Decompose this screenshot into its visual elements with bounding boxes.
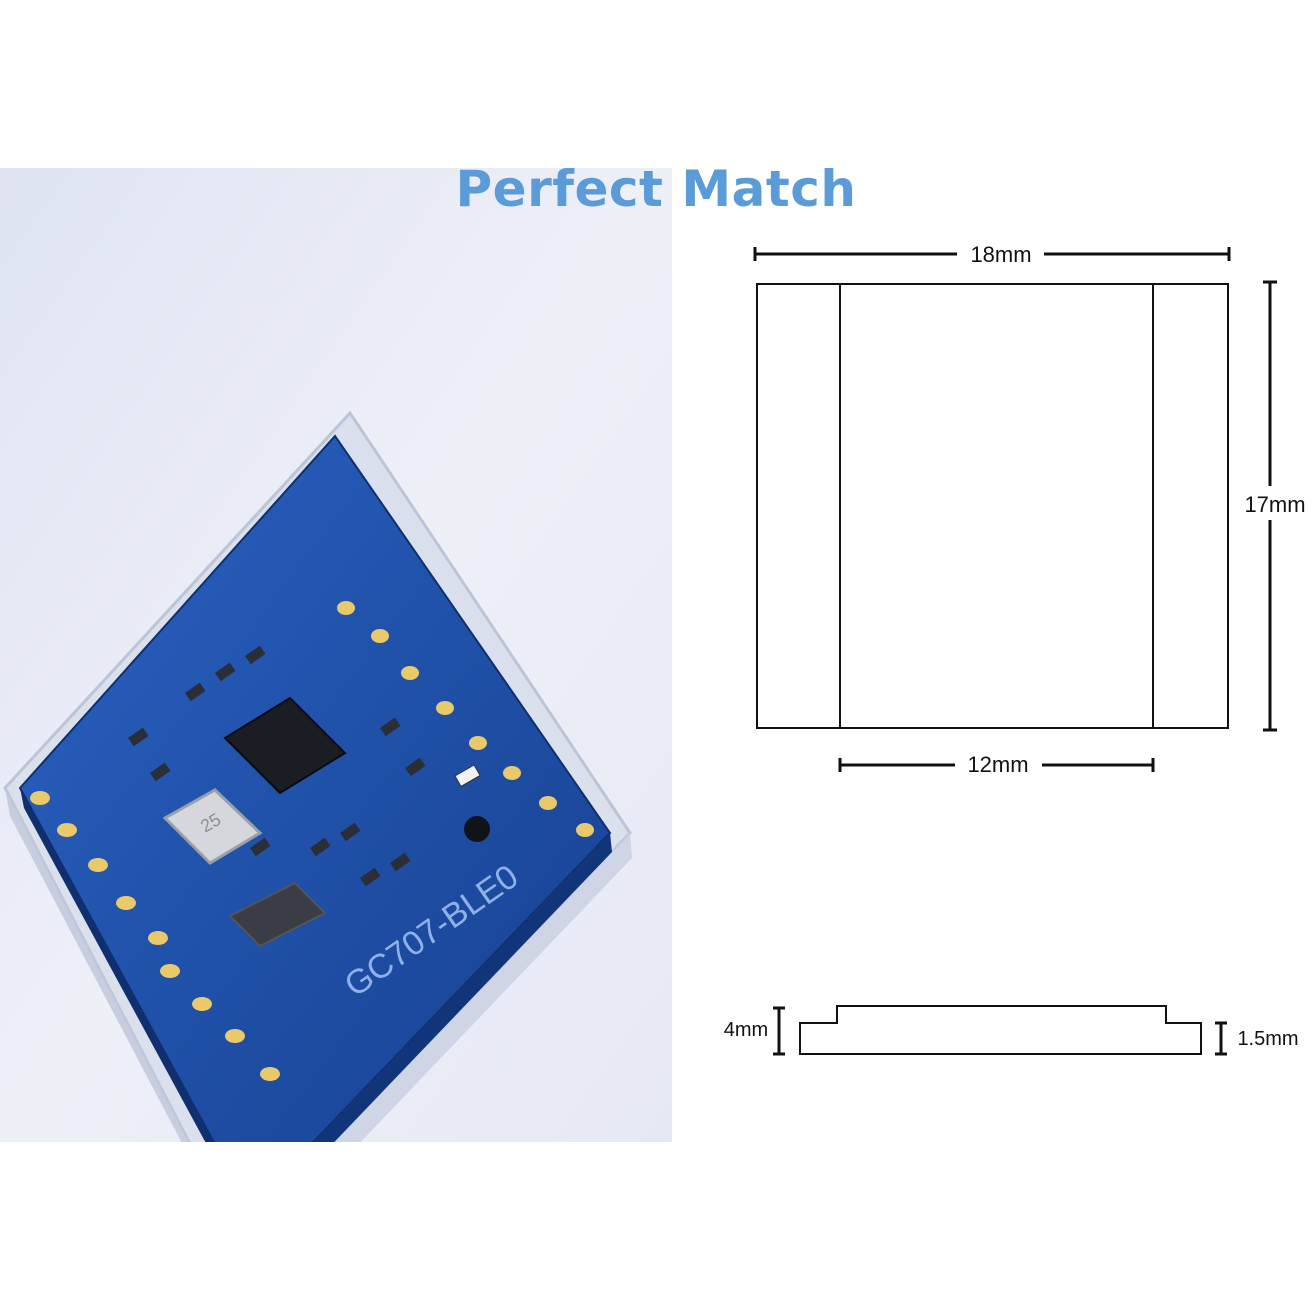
top-view-outline [756,283,1229,729]
ic-chip [223,696,347,795]
module-photo: 25 GC707-BLE0 [0,168,672,1263]
inner-width-label: 12mm [967,752,1028,777]
pads-right [337,601,594,837]
width-dimension [753,247,1231,261]
base-height-label: 1.5mm [1237,1028,1298,1050]
height-dimension [1263,280,1277,732]
pads-bottom-left [30,791,280,1081]
base-height-dimension [1215,1021,1227,1056]
page-title: Perfect Match [455,160,857,218]
side-view-profile [799,1005,1202,1055]
height-label: 17mm [1244,492,1305,517]
total-height-dimension [773,1006,785,1056]
connector [228,881,327,948]
crystal-oscillator: 25 [162,788,263,865]
width-label: 18mm [970,242,1031,267]
inner-width-dimension [838,758,1155,772]
pcb-board [18,434,612,1228]
smd-components [127,645,426,887]
dimension-drawing: 18mm 17mm 12mm [672,168,1312,1142]
total-height-label: 4mm [724,1019,768,1041]
